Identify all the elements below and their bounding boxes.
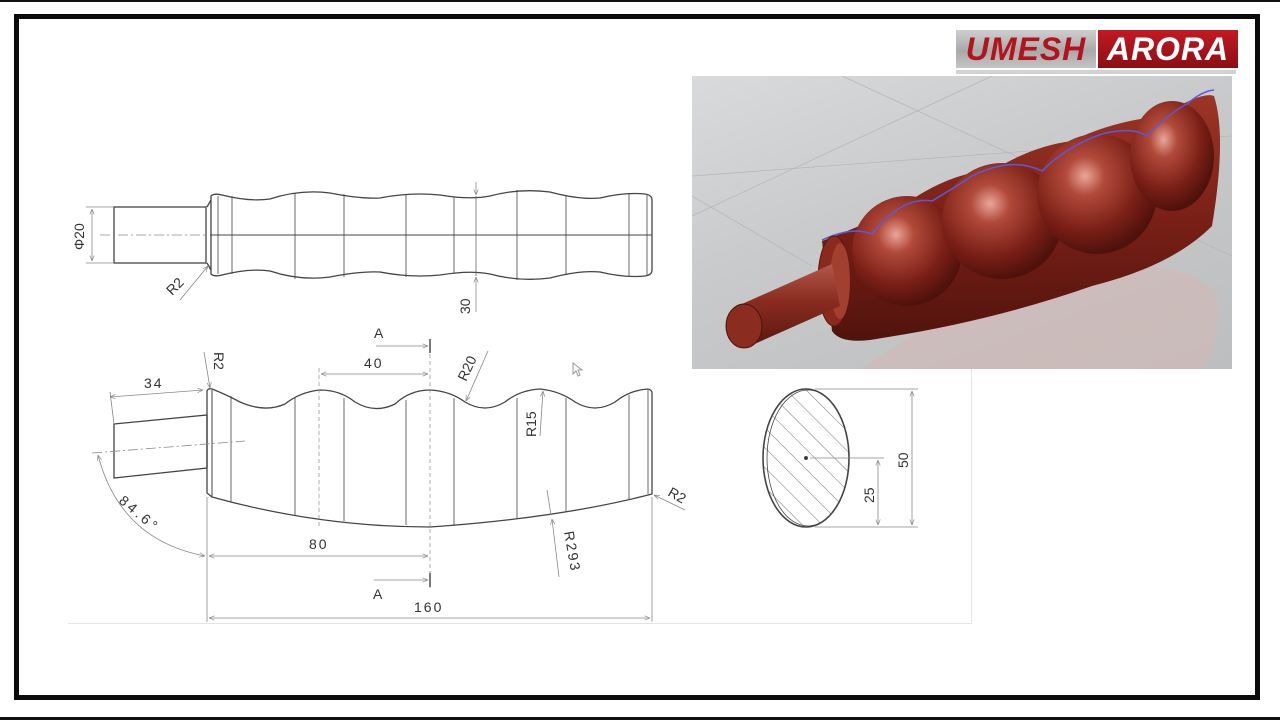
dim-shaft-length-34: 34 [144, 375, 164, 391]
section-marker-a-top: A [374, 325, 384, 341]
logo-second-text: ARORA [1106, 30, 1230, 67]
side-view [91, 339, 686, 622]
logo-underline [956, 70, 1236, 74]
dim-radius-r2-top: R2 [163, 274, 187, 298]
dim-pitch-40: 40 [364, 355, 384, 371]
logo-first-part: UMESH [956, 30, 1098, 68]
3d-model-svg [692, 76, 1232, 369]
dim-section-height-50: 50 [895, 452, 911, 468]
dim-radius-r2-shaft: R2 [211, 352, 227, 370]
3d-render-view [692, 76, 1232, 369]
dim-angle-84-6: 84.6° [116, 492, 163, 535]
dim-half-length-80: 80 [309, 536, 329, 552]
dim-radius-r2-end: R2 [666, 484, 690, 507]
handle-shaft [742, 264, 840, 346]
top-border-bar [0, 0, 1280, 2]
dim-radius-r293: R293 [561, 530, 584, 574]
dim-diameter-20: Φ20 [71, 223, 87, 250]
logo-second-part: ARORA [1098, 30, 1238, 68]
top-view [86, 182, 653, 312]
dim-total-length-160: 160 [414, 599, 443, 615]
shaft-end-face [725, 303, 763, 349]
drawing-svg: Φ20 R2 30 [71, 182, 918, 622]
brand-logo: UMESH ARORA [956, 30, 1238, 68]
section-marker-a-bottom: A [373, 586, 383, 602]
section-view-a-a [762, 388, 918, 528]
logo-first-text: UMESH [965, 30, 1087, 67]
dim-radius-r15: R15 [523, 411, 539, 437]
bottom-border-bar [0, 717, 1280, 720]
dim-section-half-height-25: 25 [861, 487, 877, 503]
dim-min-dia-30: 30 [457, 298, 473, 314]
mouse-cursor-icon [572, 362, 584, 377]
